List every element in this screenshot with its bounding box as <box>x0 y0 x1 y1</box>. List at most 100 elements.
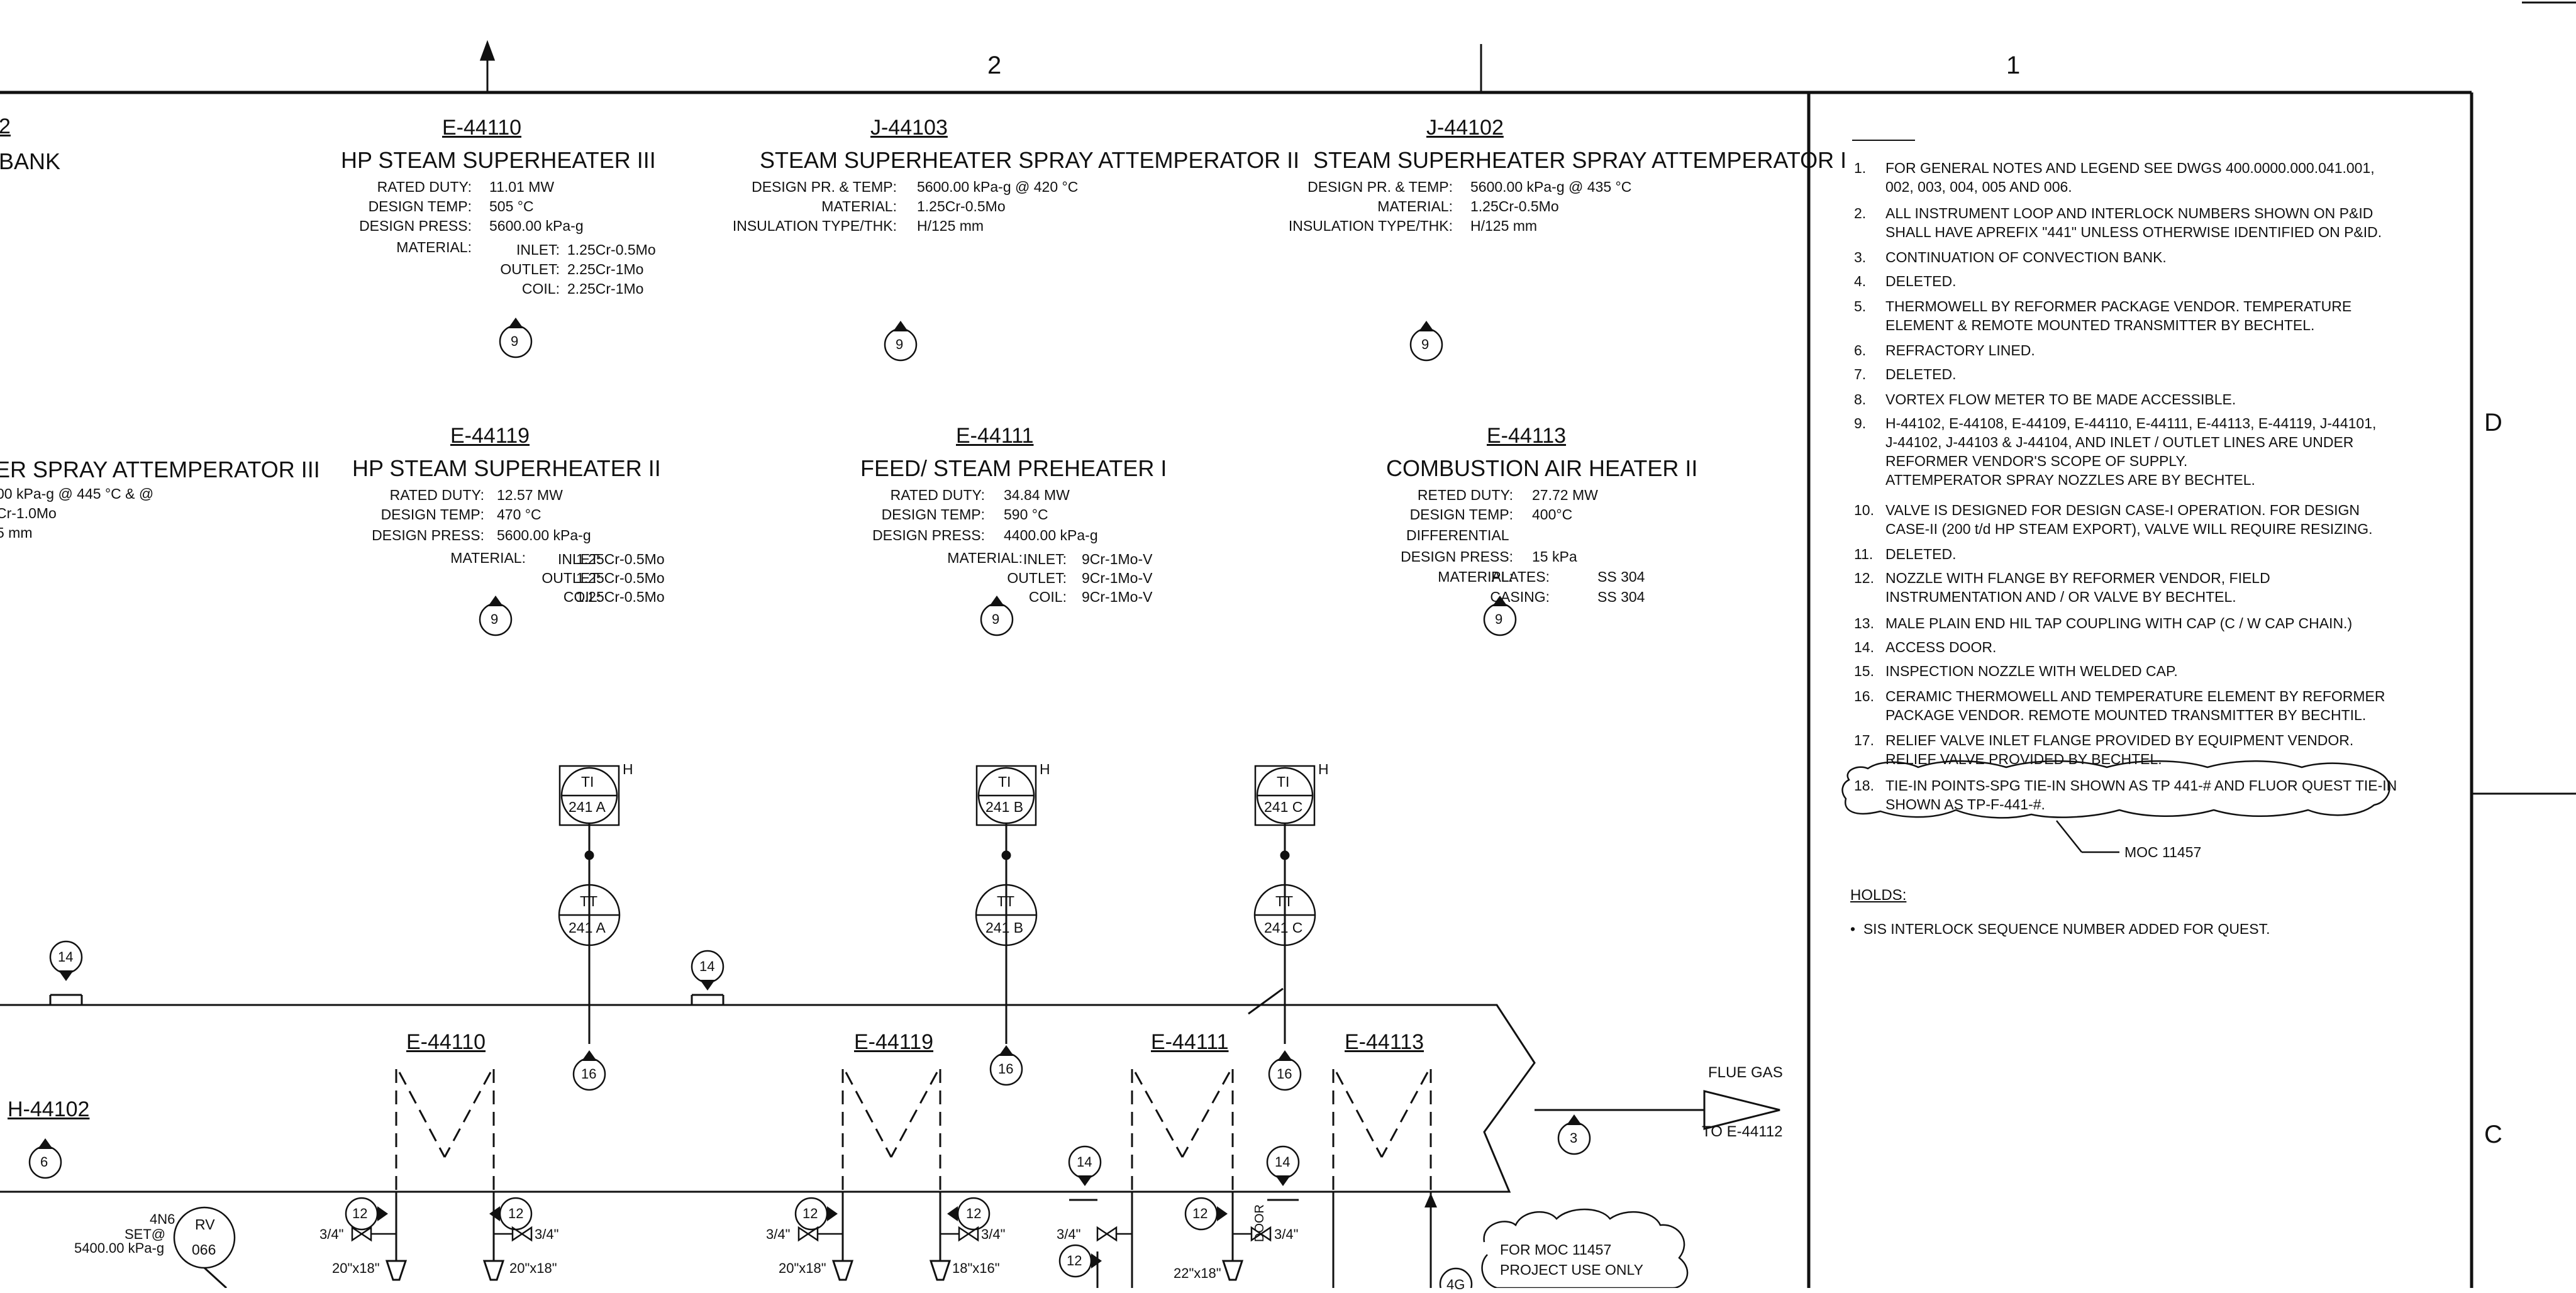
partial-tag: 2 <box>0 114 11 138</box>
note-number: 10. <box>1854 502 1874 518</box>
material-value: SS 304 <box>1597 589 1645 605</box>
material-label: INLET: <box>1023 551 1067 567</box>
material-label: OUTLET: <box>500 261 560 277</box>
material-label: CASING: <box>1490 589 1550 605</box>
reducer-size: 20"x18" <box>509 1260 557 1276</box>
equipment-tag: J-44103 <box>870 116 948 140</box>
note-ref-14: 14 <box>699 958 715 974</box>
door-label: DOOR <box>1253 1204 1267 1242</box>
note-number: 4. <box>1854 273 1867 289</box>
note-text: NOZZLE WITH FLANGE BY REFORMER VENDOR, F… <box>1885 570 2270 605</box>
holds-title: HOLDS: <box>1850 887 1907 904</box>
note-text: DELETED. <box>1885 366 1957 382</box>
spec-label: RATED DUTY: <box>389 487 484 503</box>
note-number: 11. <box>1854 546 1874 562</box>
note-text: THERMOWELL BY REFORMER PACKAGE VENDOR. T… <box>1885 298 2352 333</box>
note-number: 15. <box>1854 663 1874 679</box>
spec-label: DESIGN PR. & TEMP: <box>752 179 897 195</box>
note-text: CONTINUATION OF CONVECTION BANK. <box>1885 249 2167 265</box>
pipe-size: 3/4" <box>1274 1226 1299 1242</box>
spec-value: 400°C <box>1532 506 1573 523</box>
note-number: 1. <box>1854 160 1867 176</box>
note-text: ACCESS DOOR. <box>1885 639 1997 655</box>
tt-tag: TT <box>580 893 598 909</box>
rv-set-value: 5400.00 kPa-g <box>74 1240 165 1256</box>
equipment-tag: E-44113 <box>1487 424 1567 448</box>
note-number: 8. <box>1854 391 1867 408</box>
equipment-title: FEED/ STEAM PREHEATER I <box>860 455 1167 481</box>
spec-label: DESIGN PR. & TEMP: <box>1307 179 1453 195</box>
spec-value: 590 °C <box>1004 506 1048 523</box>
note-ref-4g: 4G <box>1446 1277 1465 1292</box>
spec-label: MATERIAL: <box>450 550 526 566</box>
reducer-size: 20"x18" <box>779 1260 826 1276</box>
spec-label: INSULATION TYPE/THK: <box>1288 218 1453 234</box>
ti-tag: TI <box>581 774 594 790</box>
note-number: 5. <box>1854 298 1867 314</box>
material-label: INLET: <box>557 551 601 567</box>
tt-number: 241 C <box>1264 919 1303 936</box>
zone-label-1: 1 <box>2006 52 2021 79</box>
material-value: 9Cr-1Mo-V <box>1082 551 1153 567</box>
note-ref-16: 16 <box>1277 1066 1292 1082</box>
alarm-h: H <box>1318 761 1329 777</box>
material-label: OUTLET: <box>1007 570 1067 586</box>
note-ref-12: 12 <box>352 1206 368 1221</box>
ti-tag: TI <box>998 774 1011 790</box>
spec-label: DESIGN TEMP: <box>1409 506 1513 523</box>
alarm-h: H <box>623 761 633 777</box>
equipment-title: COMBUSTION AIR HEATER II <box>1386 455 1698 481</box>
moc-label: MOC 11457 <box>2124 844 2202 860</box>
material-value: SS 304 <box>1597 569 1645 585</box>
spec-value: 12.57 MW <box>497 487 563 503</box>
note-ref-12: 12 <box>802 1206 818 1221</box>
material-value: 2.25Cr-1Mo <box>567 280 644 297</box>
spec-label: RATED DUTY: <box>890 487 985 503</box>
rv-loop: 4N6 <box>150 1211 175 1227</box>
note-text: MALE PLAIN END HIL TAP COUPLING WITH CAP… <box>1885 615 2353 631</box>
ti-tag: TI <box>1277 774 1290 790</box>
spec-label: DESIGN PRESS: <box>872 527 985 543</box>
spec-value: 5600.00 kPa-g <box>489 218 584 234</box>
moc-cloud-line1: FOR MOC 11457 <box>1500 1241 1612 1258</box>
material-label: COIL: <box>563 589 601 605</box>
partial-line1: 00 kPa-g @ 445 °C & @ <box>0 486 154 502</box>
note-number: 2. <box>1854 205 1867 221</box>
note-text: RELIEF VALVE INLET FLANGE PROVIDED BY EQ… <box>1885 732 2354 767</box>
spec-value: 4400.00 kPa-g <box>1004 527 1098 543</box>
equipment-title: HP STEAM SUPERHEATER II <box>352 455 661 481</box>
partial-title: BANK <box>0 148 61 174</box>
flue-gas-label: FLUE GAS <box>1708 1064 1783 1081</box>
material-value: 9Cr-1Mo-V <box>1082 589 1153 605</box>
equipment-title: STEAM SUPERHEATER SPRAY ATTEMPERATOR I <box>1313 147 1847 173</box>
note-text: H-44102, E-44108, E-44109, E-44110, E-44… <box>1885 415 2377 488</box>
zone-label-D: D <box>2484 409 2502 436</box>
partial-line2: Cr-1.0Mo <box>0 505 57 521</box>
spec-label: DESIGN PRESS: <box>1401 548 1513 565</box>
material-value: 2.25Cr-1Mo <box>567 261 644 277</box>
note-number: 3. <box>1854 249 1867 265</box>
tt-tag: TT <box>997 893 1015 909</box>
note-number: 12. <box>1854 570 1874 586</box>
note-ref-14: 14 <box>58 949 74 965</box>
note-ref-12: 12 <box>966 1206 982 1221</box>
note-text: DELETED. <box>1885 546 1957 562</box>
note-ref-12: 12 <box>508 1206 524 1221</box>
spec-value: 15 kPa <box>1532 548 1577 565</box>
equipment-tag: E-44110 <box>442 116 522 140</box>
spec-label: RATED DUTY: <box>377 179 472 195</box>
material-value: 1.25Cr-0.5Mo <box>576 551 665 567</box>
note-number: 17. <box>1854 732 1874 748</box>
spec-label: INSULATION TYPE/THK: <box>732 218 897 234</box>
spec-value: 1.25Cr-0.5Mo <box>1470 198 1559 214</box>
spec-value: 5600.00 kPa-g <box>497 527 591 543</box>
ti-number: 241 C <box>1264 799 1303 815</box>
note-text: ALL INSTRUMENT LOOP AND INTERLOCK NUMBER… <box>1885 205 2382 240</box>
spec-label: DESIGN TEMP: <box>881 506 985 523</box>
material-value: 1.25Cr-0.5Mo <box>576 570 665 586</box>
tt-number: 241 A <box>569 919 606 936</box>
equipment-tag: J-44102 <box>1426 116 1504 140</box>
holds-item: • SIS INTERLOCK SEQUENCE NUMBER ADDED FO… <box>1850 921 2270 938</box>
reducer-size: 22"x18" <box>1174 1265 1221 1281</box>
